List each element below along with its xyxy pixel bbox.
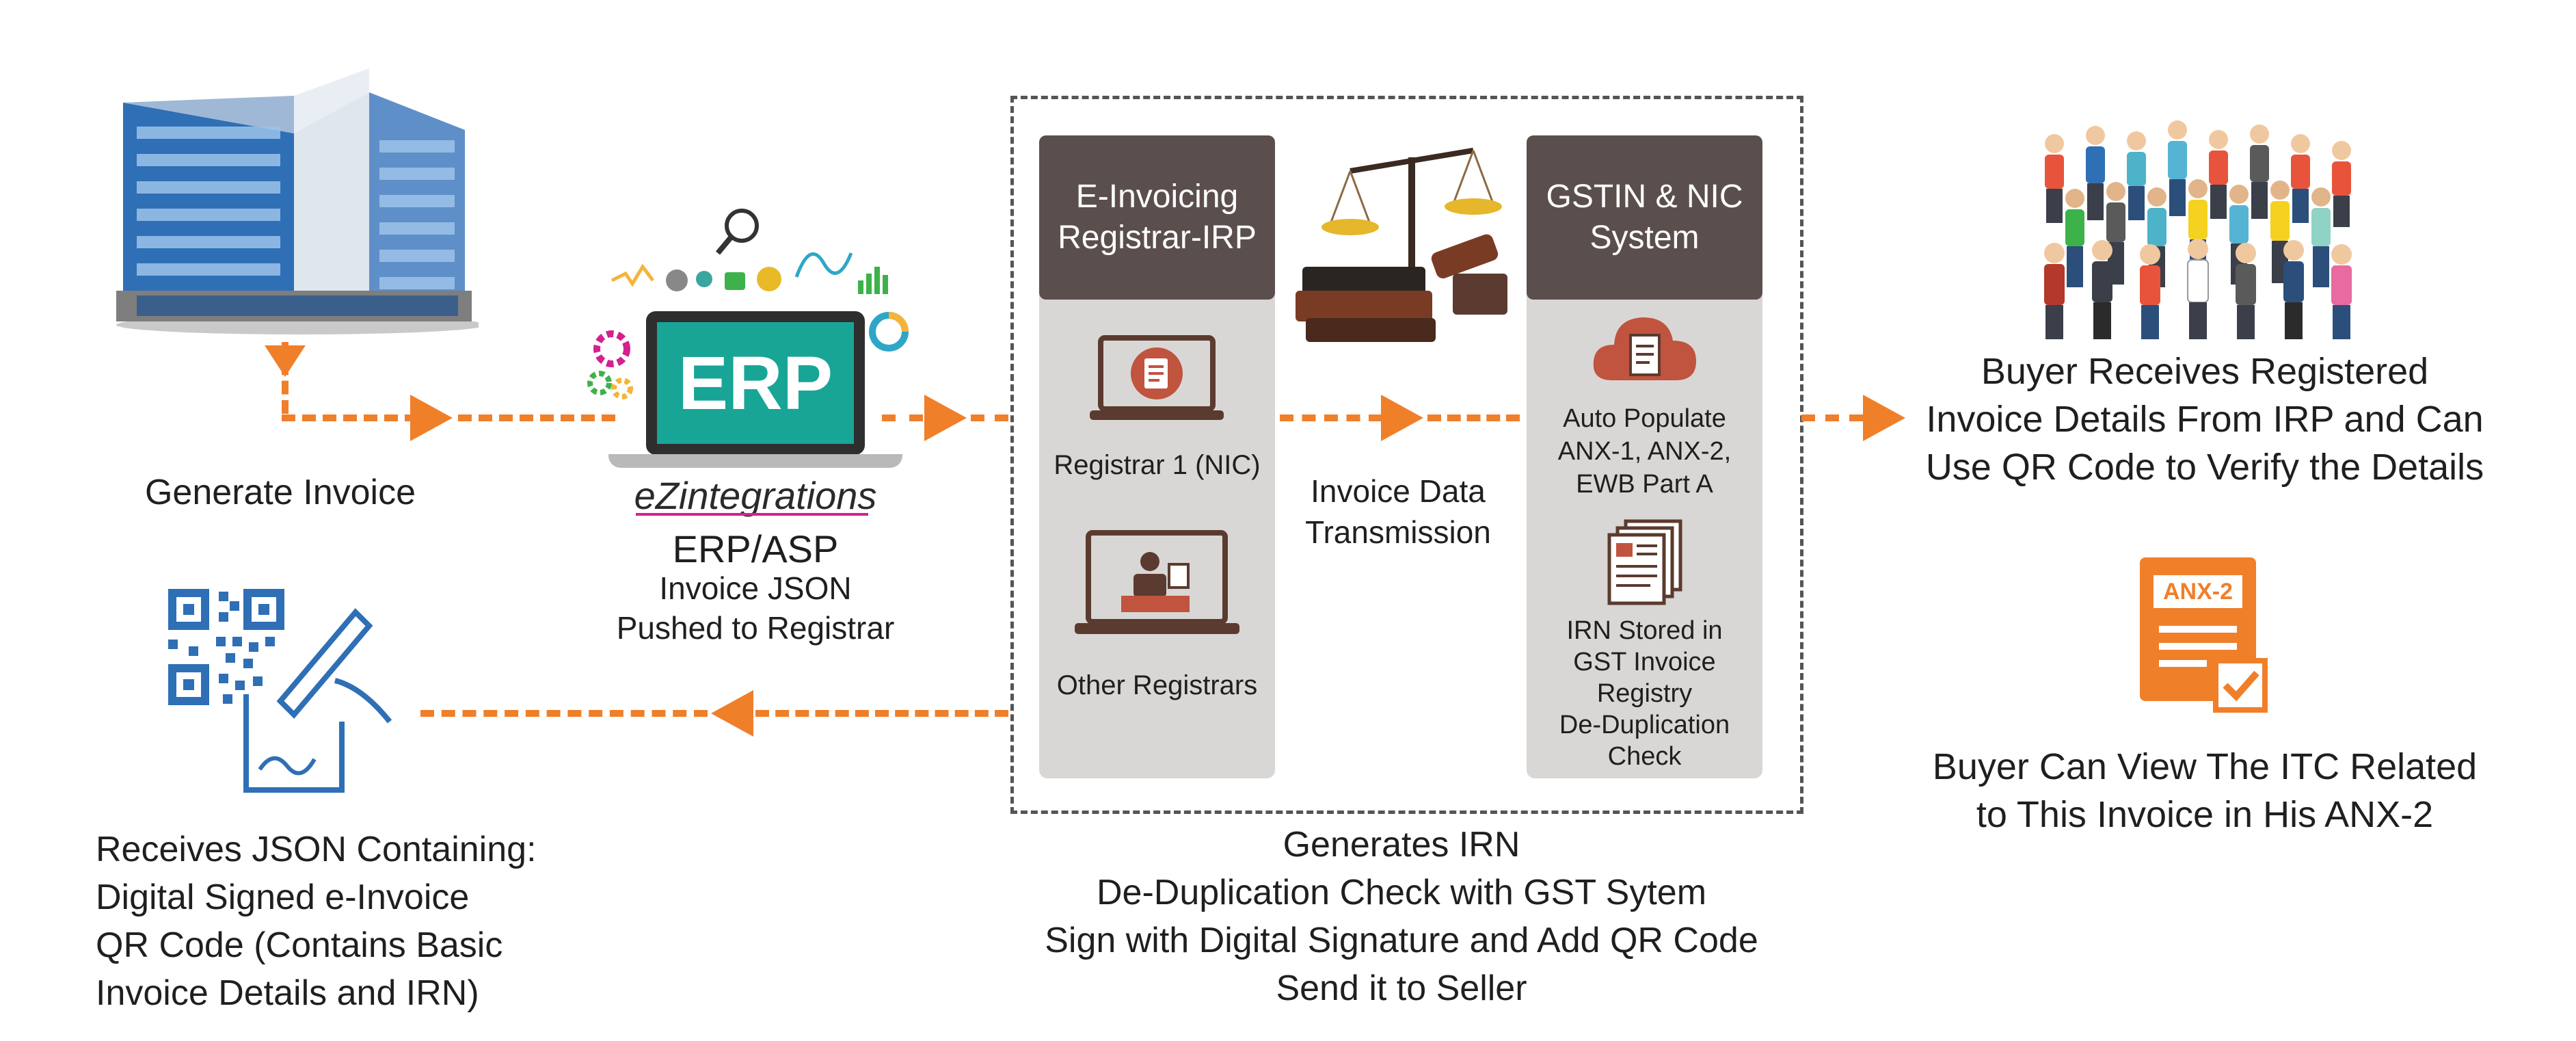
flow-arrow-down bbox=[265, 345, 306, 377]
brand-logo-text: eZintegrations bbox=[634, 474, 877, 517]
flow-arrow-return bbox=[711, 690, 753, 737]
gstin-header-line-2: System bbox=[1589, 220, 1700, 256]
registrar-1-label: Registrar 1 (NIC) bbox=[1054, 450, 1261, 480]
gstin-header-line-1: GSTIN & NIC bbox=[1546, 179, 1743, 215]
law-scales-icon bbox=[1296, 148, 1507, 342]
buyer-view-line-1: Buyer Can View The ITC Related bbox=[1932, 746, 2478, 787]
erp-laptop-base bbox=[608, 454, 902, 468]
flow-line-to-buyer bbox=[1801, 414, 1863, 421]
auto-populate-line-2: ANX-1, ANX-2, bbox=[1557, 437, 1732, 466]
registrar-header-line-2: Registrar-IRP bbox=[1058, 220, 1257, 256]
registrar-panel-header: E-Invoicing Registrar-IRP bbox=[1039, 135, 1275, 300]
irn-stored-line-2: GST Invoice bbox=[1573, 648, 1716, 676]
generates-line-2: De-Duplication Check with GST Sytem bbox=[1096, 873, 1707, 912]
generates-line-4: Send it to Seller bbox=[1276, 968, 1527, 1008]
generates-line-1: Generates IRN bbox=[1283, 825, 1520, 865]
receives-line-2: Digital Signed e-Invoice bbox=[96, 878, 470, 917]
gear-icon bbox=[587, 330, 633, 399]
flow-line-return-2 bbox=[420, 710, 708, 717]
erp-line-2: Pushed to Registrar bbox=[616, 610, 895, 646]
anx2-badge: ANX-2 bbox=[2154, 575, 2242, 608]
analytics-icons-cluster bbox=[611, 209, 888, 294]
flow-arrow-to-gstin bbox=[1381, 395, 1423, 441]
flow-arrow-to-buyer bbox=[1863, 395, 1905, 441]
flow-line-building-erp bbox=[282, 414, 439, 421]
brand-logo: eZintegrations bbox=[585, 472, 926, 520]
buyer-receives-line-1: Buyer Receives Registered bbox=[1981, 351, 2429, 392]
irn-stored-line-5: Check bbox=[1607, 742, 1682, 771]
irn-stored-line-4: De-Duplication bbox=[1559, 711, 1730, 739]
qr-code-signing-icon bbox=[168, 589, 392, 793]
donut-chart-icon bbox=[869, 312, 909, 352]
transmission-line-2: Transmission bbox=[1305, 514, 1491, 550]
cloud-document-icon bbox=[1593, 317, 1696, 380]
buyers-crowd-icon bbox=[2044, 120, 2352, 339]
erp-asp-title: ERP/ASP bbox=[672, 527, 839, 570]
receives-line-3: QR Code (Contains Basic bbox=[96, 925, 503, 965]
irn-stored-line-3: Registry bbox=[1596, 679, 1693, 708]
flow-line-center-1 bbox=[1280, 414, 1382, 421]
receives-line-4: Invoice Details and IRN) bbox=[96, 973, 479, 1013]
anx2-document-icon: ANX-2 bbox=[2140, 557, 2270, 715]
gstin-panel-header: GSTIN & NIC System bbox=[1527, 135, 1762, 300]
flow-line-down bbox=[282, 342, 289, 414]
flow-line-erp-center-2 bbox=[971, 414, 1008, 421]
registrar-panel: E-Invoicing Registrar-IRP Registrar 1 (N… bbox=[1039, 135, 1275, 778]
erp-line-1: Invoice JSON bbox=[659, 570, 852, 606]
flow-arrow-to-center bbox=[924, 395, 967, 441]
receives-line-1: Receives JSON Containing: bbox=[96, 830, 537, 869]
registrar-header-line-1: E-Invoicing bbox=[1075, 179, 1239, 215]
flow-line-building-erp-2 bbox=[458, 414, 615, 421]
flow-arrow-to-erp bbox=[410, 395, 453, 441]
auto-populate-line-1: Auto Populate bbox=[1563, 404, 1726, 433]
erp-screen: ERP bbox=[657, 322, 854, 444]
document-stack-icon bbox=[1607, 519, 1682, 605]
buyer-receives-line-2: Invoice Details From IRP and Can bbox=[1926, 399, 2484, 440]
irp-process-frame bbox=[1010, 96, 1803, 814]
transmission-line-1: Invoice Data bbox=[1311, 473, 1486, 509]
office-building-icon bbox=[116, 68, 479, 334]
buyer-view-line-2: to This Invoice in His ANX-2 bbox=[1976, 794, 2434, 835]
irn-stored-line-1: IRN Stored in bbox=[1566, 616, 1723, 645]
generates-line-3: Sign with Digital Signature and Add QR C… bbox=[1045, 921, 1758, 960]
erp-logo-text: ERP bbox=[677, 341, 833, 425]
generate-invoice-label: Generate Invoice bbox=[144, 473, 416, 512]
other-registrars-label: Other Registrars bbox=[1056, 670, 1258, 700]
flow-line-return-1 bbox=[755, 710, 1008, 717]
auto-populate-line-3: EWB Part A bbox=[1576, 470, 1713, 499]
flow-line-erp-center bbox=[882, 414, 923, 421]
erp-laptop: ERP bbox=[646, 311, 865, 455]
flow-line-center-2 bbox=[1427, 414, 1520, 421]
other-registrars-laptop-icon bbox=[1075, 530, 1239, 634]
gstin-panel: GSTIN & NIC System Auto Populate ANX-1, … bbox=[1527, 135, 1762, 778]
buyer-receives-line-3: Use QR Code to Verify the Details bbox=[1925, 447, 2484, 488]
checkmark-icon bbox=[2213, 658, 2268, 713]
brand-underline bbox=[636, 513, 868, 516]
registrar-laptop-icon bbox=[1090, 335, 1224, 420]
